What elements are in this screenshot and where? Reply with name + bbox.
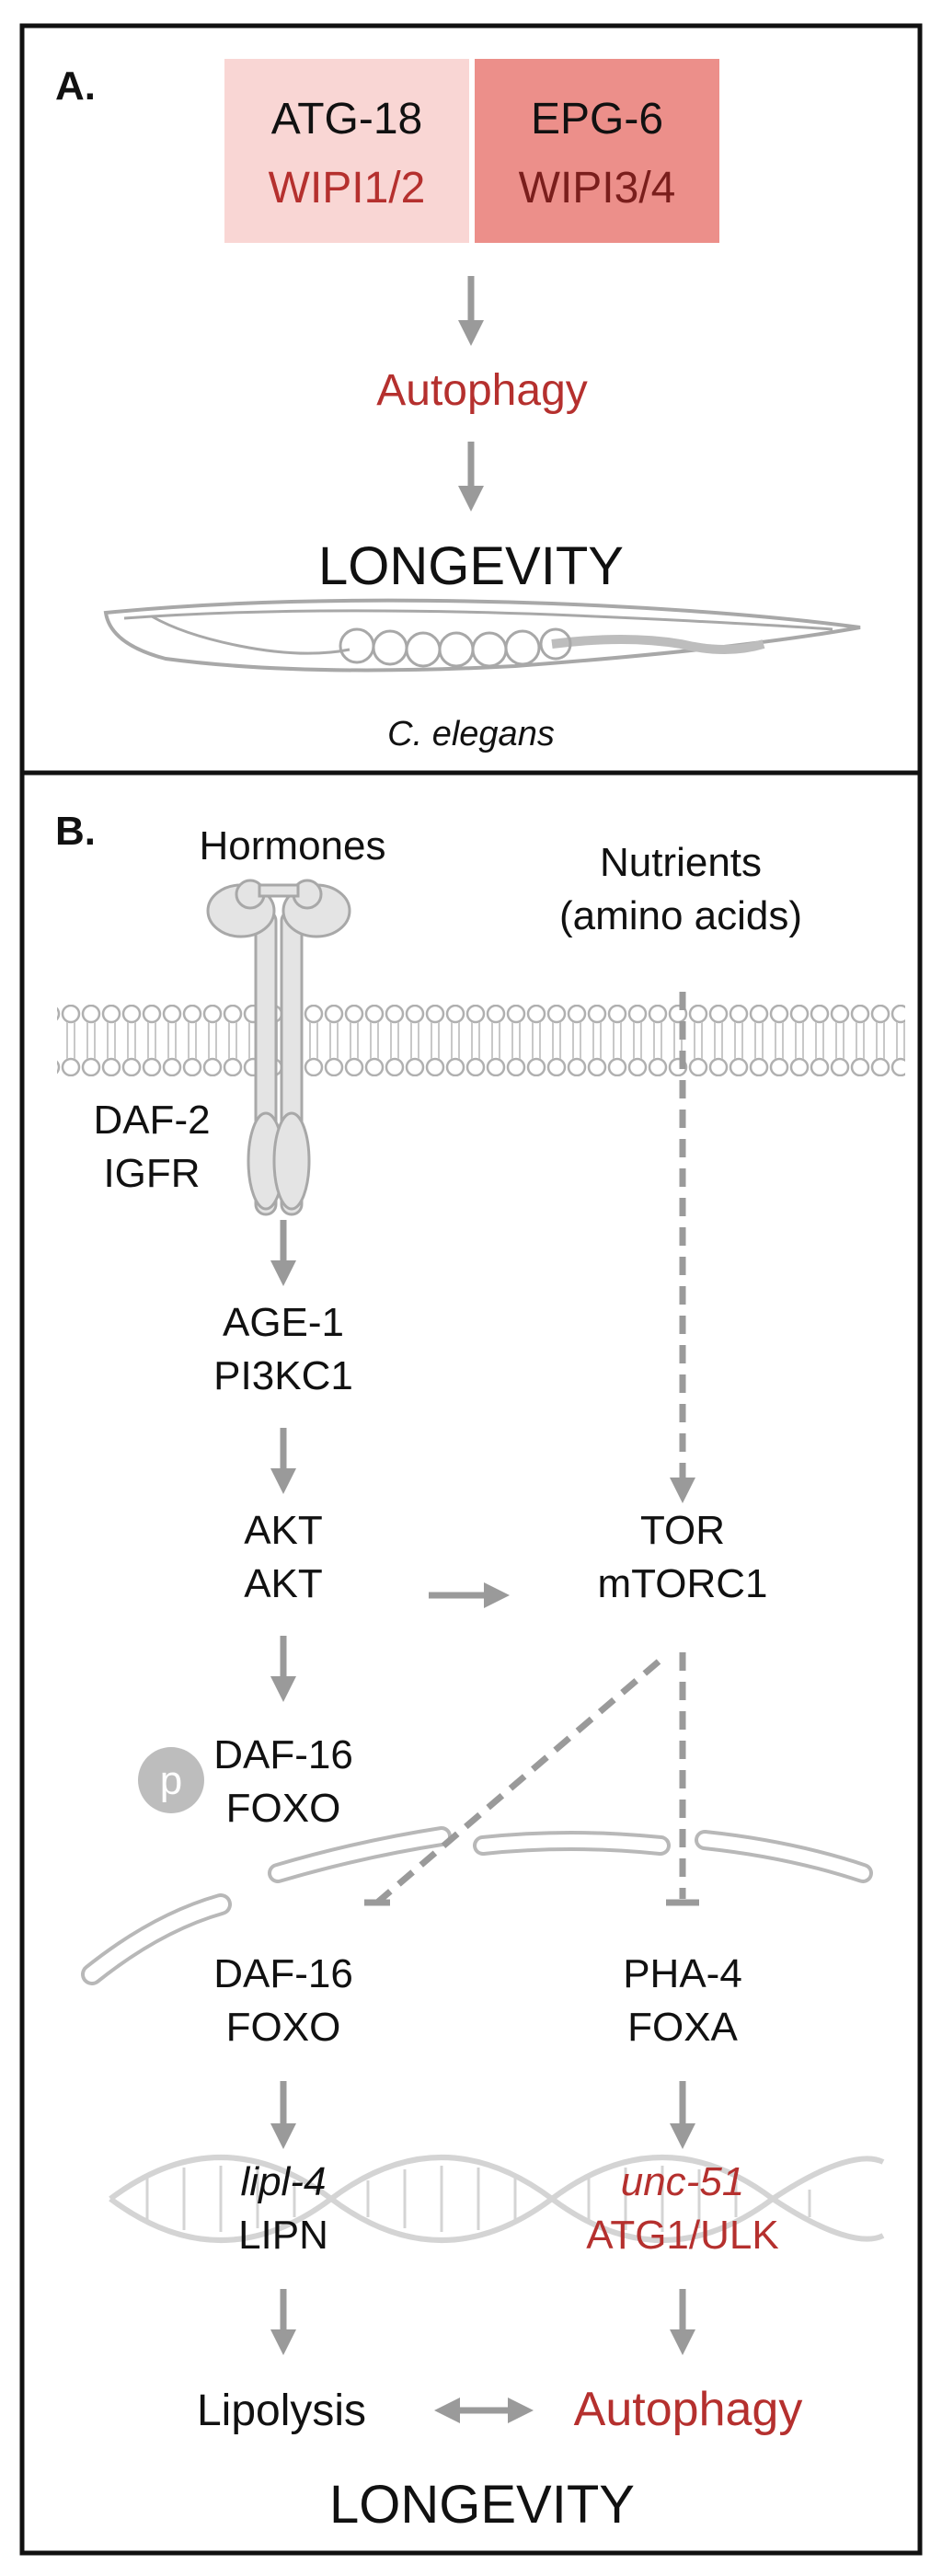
foxo-nucleus-label: FOXO bbox=[226, 2005, 341, 2050]
panel-a-label: A. bbox=[55, 63, 96, 109]
foxo-cytoplasm-label: FOXO bbox=[226, 1786, 341, 1831]
daf16-nucleus-label: DAF-16 bbox=[213, 1951, 353, 1996]
pha4-label: PHA-4 bbox=[623, 1951, 742, 1996]
cell-membrane bbox=[57, 1005, 905, 1076]
organism-label: C. elegans bbox=[387, 715, 555, 753]
daf2-receptor-icon bbox=[206, 879, 351, 1216]
panel-a-longevity: LONGEVITY bbox=[318, 536, 624, 596]
lipolysis-label: Lipolysis bbox=[197, 2386, 366, 2435]
akt-label-2: AKT bbox=[244, 1561, 323, 1606]
akt-label-1: AKT bbox=[244, 1508, 323, 1553]
epg6-box: EPG-6 WIPI3/4 bbox=[475, 59, 719, 243]
amino-acids-label: (amino acids) bbox=[559, 893, 802, 938]
panel-a-autophagy: Autophagy bbox=[376, 366, 588, 415]
daf2-label: DAF-2 bbox=[93, 1098, 210, 1143]
panel-b-frame bbox=[19, 770, 923, 2556]
panel-b-label: B. bbox=[55, 809, 96, 854]
atg18-label: ATG-18 bbox=[271, 95, 422, 144]
wipi34-label: WIPI3/4 bbox=[519, 164, 676, 213]
wipi12-label: WIPI1/2 bbox=[269, 164, 426, 213]
igfr-label: IGFR bbox=[103, 1151, 200, 1196]
panel-b-longevity: LONGEVITY bbox=[329, 2475, 635, 2535]
foxa-label: FOXA bbox=[627, 2005, 738, 2050]
daf16-cytoplasm-label: DAF-16 bbox=[213, 1732, 353, 1777]
lipl4-gene-label: lipl-4 bbox=[241, 2159, 327, 2204]
epg6-label: EPG-6 bbox=[531, 95, 663, 144]
phospho-badge-label: p bbox=[160, 1758, 182, 1803]
dna-helix-illustration bbox=[109, 2155, 885, 2243]
atg18-box: ATG-18 WIPI1/2 bbox=[224, 59, 469, 243]
tor-inhibits-daf16-line bbox=[374, 1659, 661, 1905]
lipn-label: LIPN bbox=[238, 2213, 328, 2258]
mtorc1-label: mTORC1 bbox=[598, 1561, 768, 1606]
nuclear-envelope bbox=[81, 1826, 873, 1985]
nutrients-label: Nutrients bbox=[600, 840, 762, 885]
atg1-ulk-label: ATG1/ULK bbox=[586, 2213, 778, 2258]
pi3kc1-label: PI3KC1 bbox=[213, 1353, 353, 1398]
panel-b-autophagy: Autophagy bbox=[574, 2383, 803, 2436]
tor-label: TOR bbox=[640, 1508, 725, 1553]
c-elegans-worm-illustration bbox=[103, 598, 861, 673]
unc51-gene-label: unc-51 bbox=[621, 2159, 745, 2204]
age1-label: AGE-1 bbox=[223, 1300, 344, 1345]
phospho-badge bbox=[138, 1747, 204, 1813]
hormones-label: Hormones bbox=[200, 823, 386, 868]
